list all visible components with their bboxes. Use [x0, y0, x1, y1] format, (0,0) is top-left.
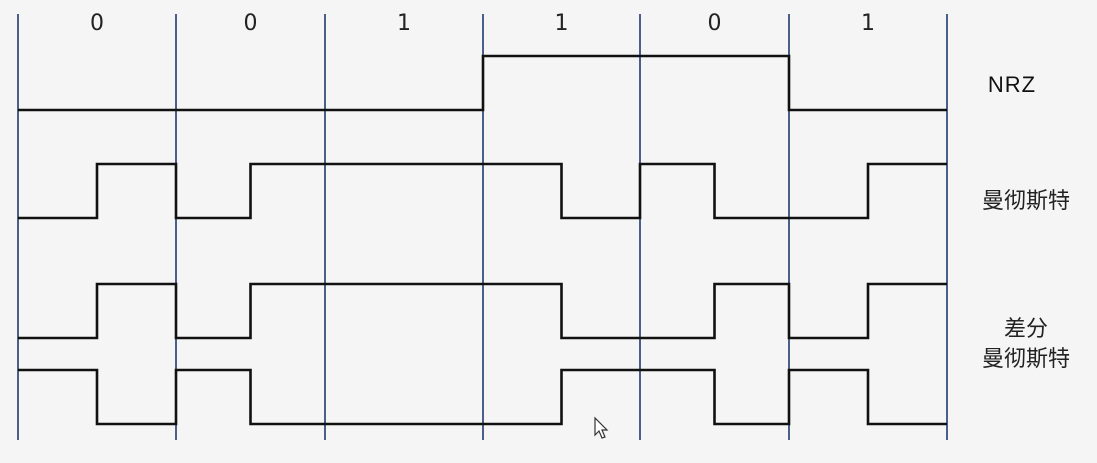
- bit-label: 0: [708, 11, 722, 36]
- waveform-diff-manchester-a: [18, 282, 947, 340]
- row-label-diff-manchester-a: 曼彻斯特: [982, 347, 1070, 372]
- row-label-diff-manchester-a: 差分: [1004, 317, 1048, 342]
- mouse-pointer-icon: [594, 416, 609, 439]
- bit-label: 0: [90, 11, 104, 36]
- waveform-nrz: [18, 54, 947, 112]
- bit-label: 1: [555, 11, 569, 36]
- row-label-manchester: 曼彻斯特: [982, 189, 1070, 214]
- row-label-nrz: NRZ: [988, 72, 1036, 97]
- waveforms: [18, 54, 947, 426]
- bit-label: 1: [397, 11, 411, 36]
- bit-label: 0: [244, 11, 258, 36]
- bit-labels: 0 0 1 1 0 1: [90, 11, 875, 36]
- waveform-diff-manchester-b: [18, 368, 947, 426]
- waveform-manchester: [18, 162, 947, 220]
- bit-label: 1: [861, 11, 875, 36]
